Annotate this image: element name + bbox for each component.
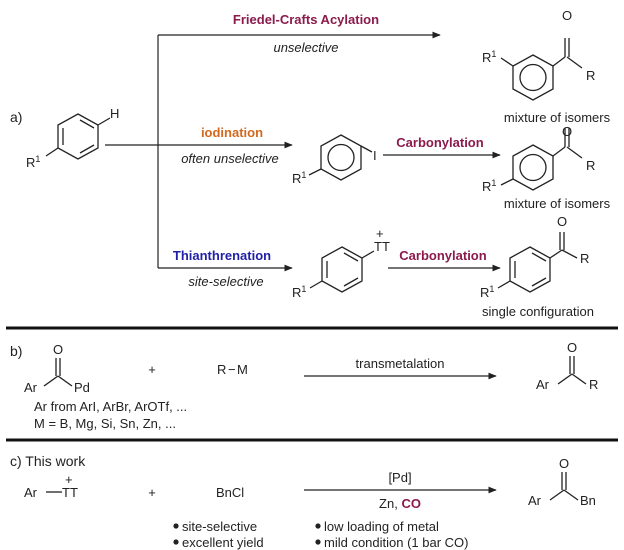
product-3-o: O: [557, 214, 567, 229]
tt-charge-a: +: [376, 226, 384, 241]
product-3-r: R: [580, 251, 589, 266]
panel-b: b) O Ar Pd + R − M transmetalation O Ar …: [10, 340, 598, 431]
iodoarene: I R1: [292, 134, 377, 186]
starting-arene: H R1: [26, 106, 119, 170]
thianthrenation-label: Thianthrenation: [173, 248, 271, 263]
carbonylation-label-3: Carbonylation: [399, 248, 486, 263]
reagent-tt: TT: [62, 485, 78, 500]
unselective-label: unselective: [273, 40, 338, 55]
product-b-ar: Ar: [536, 377, 550, 392]
product-c-ketone: O Ar Bn: [528, 456, 596, 508]
r1-product-1: R1: [482, 49, 496, 65]
hydrogen-label: H: [110, 106, 119, 121]
r1-start: R1: [26, 154, 40, 170]
feature-low-loading: low loading of metal: [324, 519, 439, 534]
note-m-options: M = B, Mg, Si, Sn, Zn, ...: [34, 416, 176, 431]
product-3-ketone: O R R1: [480, 214, 589, 300]
product-b-o: O: [567, 340, 577, 355]
rm-m: M: [237, 362, 248, 377]
reagent-charge: +: [65, 472, 73, 487]
product-c-ar: Ar: [528, 493, 542, 508]
acyl-pd: Pd: [74, 380, 90, 395]
note-ar-sources: Ar from ArI, ArBr, ArOTf, ...: [34, 399, 187, 414]
r1-product-3: R1: [480, 284, 494, 300]
panel-b-label: b): [10, 343, 22, 359]
rm-dash: −: [228, 362, 236, 377]
transmetalation-label: transmetalation: [356, 356, 445, 371]
acyl-o: O: [53, 342, 63, 357]
r1-tt: R1: [292, 284, 306, 300]
r1-product-2: R1: [482, 178, 496, 194]
panel-c: c) This work Ar TT + + BnCl [Pd] Zn, CO …: [10, 453, 596, 550]
acyl-palladium: O Ar Pd: [24, 342, 90, 395]
organometallic: R − M: [217, 362, 248, 377]
product-1-r: R: [586, 68, 595, 83]
friedel-crafts-label: Friedel-Crafts Acylation: [233, 12, 379, 27]
product-2-r: R: [586, 158, 595, 173]
often-unselective-label: often unselective: [181, 151, 279, 166]
product-2-ketone: O R R1: [482, 124, 595, 194]
product-1-o: O: [562, 8, 572, 23]
site-selective-label: site-selective: [188, 274, 263, 289]
feature-site-selective: site-selective: [182, 519, 257, 534]
additive-label: Zn, CO: [379, 496, 421, 511]
benzene-ring-start: [57, 113, 99, 160]
plus-c: +: [148, 485, 156, 500]
plus-b: +: [148, 362, 156, 377]
tt-label-a: TT: [374, 239, 390, 254]
feature-list-left: site-selective excellent yield: [173, 519, 264, 550]
outcome-3: single configuration: [482, 304, 594, 319]
benzyl-chloride: BnCl: [216, 485, 244, 500]
rm-r: R: [217, 362, 226, 377]
iodination-label: iodination: [201, 125, 263, 140]
product-b-ketone: O Ar R: [536, 340, 598, 392]
panel-a: a) H R1 Friedel-Crafts Acylation unselec…: [10, 8, 611, 319]
acyl-ar: Ar: [24, 380, 38, 395]
product-c-bn: Bn: [580, 493, 596, 508]
feature-mild-condition: mild condition (1 bar CO): [324, 535, 469, 550]
thianthrenium-arene: TT + R1: [292, 226, 390, 300]
feature-list-right: low loading of metal mild condition (1 b…: [315, 519, 469, 550]
product-c-o: O: [559, 456, 569, 471]
iodine-label: I: [373, 148, 377, 163]
panel-c-label: c) This work: [10, 453, 86, 469]
product-2-o: O: [562, 124, 572, 139]
r1-iodoarene: R1: [292, 170, 306, 186]
outcome-1: mixture of isomers: [504, 110, 611, 125]
aryl-thianthrenium: Ar TT +: [24, 472, 78, 500]
catalyst-label: [Pd]: [388, 470, 411, 485]
feature-excellent-yield: excellent yield: [182, 535, 264, 550]
outcome-2: mixture of isomers: [504, 196, 611, 211]
panel-a-label: a): [10, 109, 22, 125]
product-b-r: R: [589, 377, 598, 392]
carbonylation-label-2: Carbonylation: [396, 135, 483, 150]
product-1-ketone: O R R1: [482, 8, 595, 101]
reagent-ar: Ar: [24, 485, 38, 500]
